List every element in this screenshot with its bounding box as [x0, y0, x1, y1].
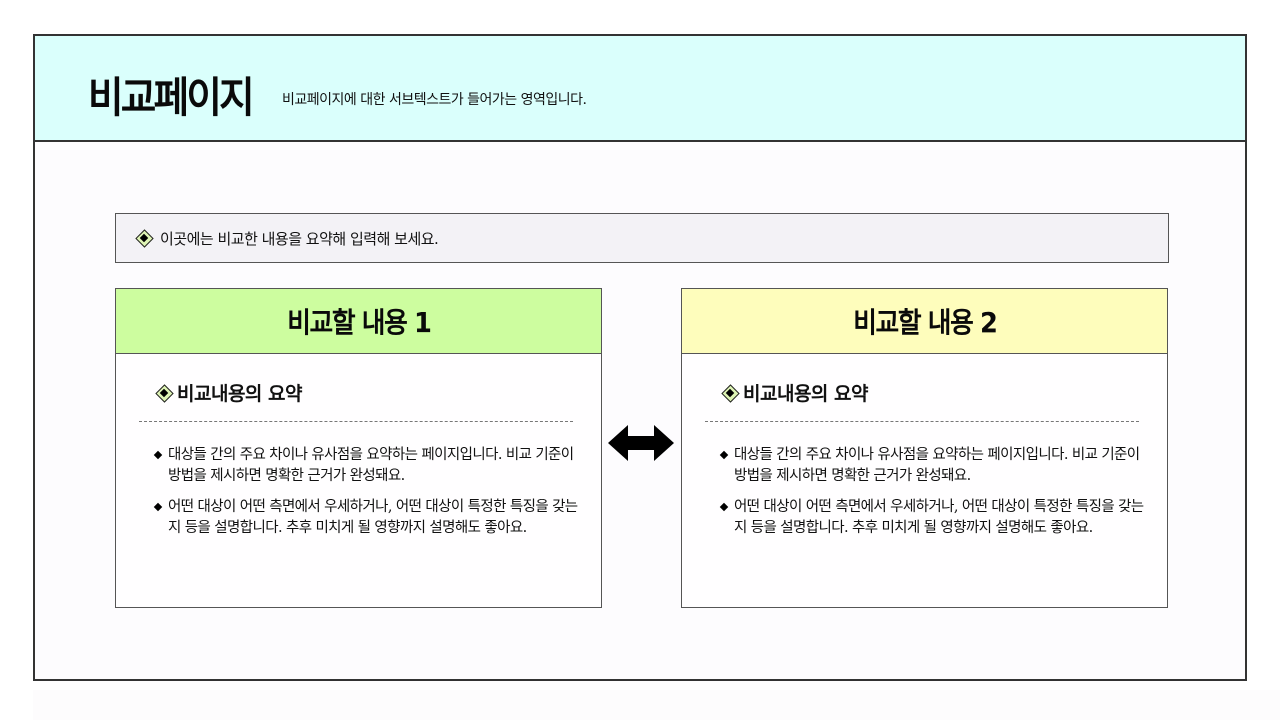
- bullet-diamond-icon: [719, 450, 729, 460]
- section-heading: 비교내용의 요약: [722, 379, 868, 406]
- summary-box: 이곳에는 비교한 내용을 요약해 입력해 보세요.: [115, 213, 1169, 263]
- double-arrow-icon: [608, 425, 674, 461]
- diamond-bullet-icon: [156, 385, 172, 401]
- card-title: 비교할 내용 1: [286, 306, 432, 339]
- card-header: 비교할 내용 1: [116, 289, 601, 354]
- list-item: 어떤 대상이 어떤 측면에서 우세하거나, 어떤 대상이 특정한 특징을 갖는지…: [153, 497, 584, 538]
- comparison-card-2: 비교할 내용 2 비교내용의 요약 대상들 간의 주요 차이나 유사점을 요약하…: [681, 288, 1168, 608]
- page-background: [33, 690, 1280, 720]
- bullet-text: 대상들 간의 주요 차이나 유사점을 요약하는 페이지입니다. 비교 기준이 방…: [734, 447, 1140, 484]
- bullet-text: 어떤 대상이 어떤 측면에서 우세하거나, 어떤 대상이 특정한 특징을 갖는지…: [734, 499, 1144, 536]
- list-item: 어떤 대상이 어떤 측면에서 우세하거나, 어떤 대상이 특정한 특징을 갖는지…: [719, 497, 1150, 538]
- page-subtitle: 비교페이지에 대한 서브텍스트가 들어가는 영역입니다.: [282, 92, 587, 108]
- list-item: 대상들 간의 주요 차이나 유사점을 요약하는 페이지입니다. 비교 기준이 방…: [153, 445, 584, 486]
- dashed-divider: [139, 421, 573, 422]
- diamond-bullet-icon: [722, 385, 738, 401]
- bullet-list: 대상들 간의 주요 차이나 유사점을 요약하는 페이지입니다. 비교 기준이 방…: [153, 445, 584, 549]
- comparison-card-1: 비교할 내용 1 비교내용의 요약 대상들 간의 주요 차이나 유사점을 요약하…: [115, 288, 602, 608]
- bullet-text: 어떤 대상이 어떤 측면에서 우세하거나, 어떤 대상이 특정한 특징을 갖는지…: [168, 499, 578, 536]
- card-header: 비교할 내용 2: [682, 289, 1167, 354]
- section-heading: 비교내용의 요약: [156, 379, 302, 406]
- page-title: 비교페이지: [88, 73, 255, 122]
- bullet-diamond-icon: [719, 502, 729, 512]
- section-title: 비교내용의 요약: [177, 383, 302, 405]
- diamond-bullet-icon: [136, 230, 152, 246]
- slide-frame: 비교페이지 비교페이지에 대한 서브텍스트가 들어가는 영역입니다. 이곳에는 …: [33, 34, 1247, 681]
- bullet-list: 대상들 간의 주요 차이나 유사점을 요약하는 페이지입니다. 비교 기준이 방…: [719, 445, 1150, 549]
- summary-text: 이곳에는 비교한 내용을 요약해 입력해 보세요.: [160, 229, 439, 248]
- card-title: 비교할 내용 2: [852, 306, 998, 339]
- section-title: 비교내용의 요약: [743, 383, 868, 405]
- bullet-diamond-icon: [153, 502, 163, 512]
- bullet-diamond-icon: [153, 450, 163, 460]
- list-item: 대상들 간의 주요 차이나 유사점을 요약하는 페이지입니다. 비교 기준이 방…: [719, 445, 1150, 486]
- bullet-text: 대상들 간의 주요 차이나 유사점을 요약하는 페이지입니다. 비교 기준이 방…: [168, 447, 574, 484]
- header-band: 비교페이지 비교페이지에 대한 서브텍스트가 들어가는 영역입니다.: [35, 36, 1245, 142]
- dashed-divider: [705, 421, 1139, 422]
